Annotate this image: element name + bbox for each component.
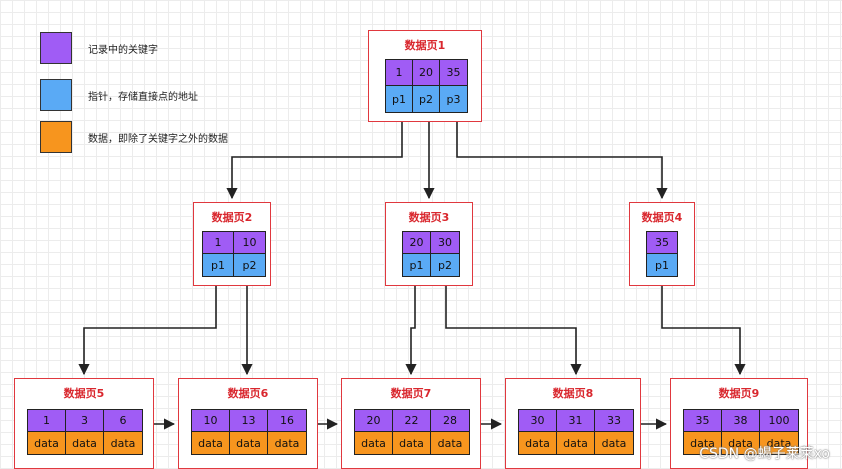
data-cell: data bbox=[230, 432, 268, 454]
legend-key-label: 记录中的关键字 bbox=[88, 44, 158, 56]
data-cell: data bbox=[519, 432, 557, 454]
key-cell: 20 bbox=[413, 60, 440, 86]
page-title: 数据页8 bbox=[552, 387, 594, 400]
data-cell: data bbox=[355, 432, 393, 454]
wire-page3-p1-to-page7 bbox=[405, 277, 417, 376]
key-cell: 1 bbox=[203, 232, 234, 254]
page-title: 数据页6 bbox=[227, 387, 269, 400]
key-cell: 100 bbox=[760, 410, 798, 432]
data-cell: data bbox=[595, 432, 633, 454]
page-title: 数据页4 bbox=[641, 211, 683, 224]
key-cell: 6 bbox=[104, 410, 142, 432]
key-cell: 30 bbox=[431, 232, 459, 254]
data-cell: data bbox=[722, 432, 760, 454]
page-title: 数据页2 bbox=[211, 211, 253, 224]
legend-item-key: 记录中的关键字 bbox=[40, 32, 158, 64]
data-cell: data bbox=[393, 432, 431, 454]
pointer-cell: p1 bbox=[203, 254, 234, 276]
pointer-cell: p2 bbox=[431, 254, 459, 276]
pointer-cell: p3 bbox=[440, 86, 467, 112]
legend-item-data: 数据，即除了关键字之外的数据 bbox=[40, 121, 228, 153]
wire-page3-p2-to-page8 bbox=[445, 277, 582, 376]
wire-page4-p1-to-page9 bbox=[661, 277, 746, 376]
key-cell: 35 bbox=[440, 60, 467, 86]
data-cell: data bbox=[66, 432, 104, 454]
legend-pointer-label: 指针，存储直接点的地址 bbox=[88, 91, 198, 103]
data-cell: data bbox=[684, 432, 722, 454]
key-cell: 28 bbox=[431, 410, 469, 432]
watermark: CSDN @蝎子莱莱xo bbox=[699, 446, 830, 462]
legend-data-label: 数据，即除了关键字之外的数据 bbox=[88, 133, 228, 145]
page-title: 数据页3 bbox=[408, 211, 450, 224]
page-title: 数据页5 bbox=[63, 387, 105, 400]
pointer-cell: p2 bbox=[413, 86, 440, 112]
key-cell: 13 bbox=[230, 410, 268, 432]
page-title: 数据页9 bbox=[718, 387, 760, 400]
key-cell: 20 bbox=[355, 410, 393, 432]
pointer-cell: p2 bbox=[234, 254, 265, 276]
data-cell: data bbox=[192, 432, 230, 454]
key-cell: 22 bbox=[393, 410, 431, 432]
key-cell: 1 bbox=[386, 60, 413, 86]
key-cell: 30 bbox=[519, 410, 557, 432]
key-cell: 1 bbox=[28, 410, 66, 432]
key-cell: 16 bbox=[268, 410, 306, 432]
pointer-cell: p1 bbox=[386, 86, 413, 112]
key-cell: 31 bbox=[557, 410, 595, 432]
page-title: 数据页7 bbox=[390, 387, 432, 400]
data-cell: data bbox=[268, 432, 306, 454]
page-title: 数据页1 bbox=[404, 39, 446, 52]
key-cell: 33 bbox=[595, 410, 633, 432]
data-cell: data bbox=[760, 432, 798, 454]
key-cell: 10 bbox=[234, 232, 265, 254]
key-cell: 10 bbox=[192, 410, 230, 432]
key-color-swatch bbox=[40, 32, 72, 64]
data-cell: data bbox=[28, 432, 66, 454]
wire-page1-p1-to-page2 bbox=[226, 113, 403, 200]
legend-item-pointer: 指针，存储直接点的地址 bbox=[40, 79, 198, 111]
pointer-cell: p1 bbox=[403, 254, 431, 276]
pointer-cell: p1 bbox=[647, 254, 677, 276]
wire-page2-p1-to-page5 bbox=[78, 277, 217, 376]
key-cell: 38 bbox=[722, 410, 760, 432]
wire-page1-p3-to-page4 bbox=[456, 113, 668, 200]
data-color-swatch bbox=[40, 121, 72, 153]
data-cell: data bbox=[557, 432, 595, 454]
data-cell: data bbox=[104, 432, 142, 454]
data-cell: data bbox=[431, 432, 469, 454]
key-cell: 35 bbox=[647, 232, 677, 254]
key-cell: 20 bbox=[403, 232, 431, 254]
key-cell: 35 bbox=[684, 410, 722, 432]
key-cell: 3 bbox=[66, 410, 104, 432]
pointer-color-swatch bbox=[40, 79, 72, 111]
